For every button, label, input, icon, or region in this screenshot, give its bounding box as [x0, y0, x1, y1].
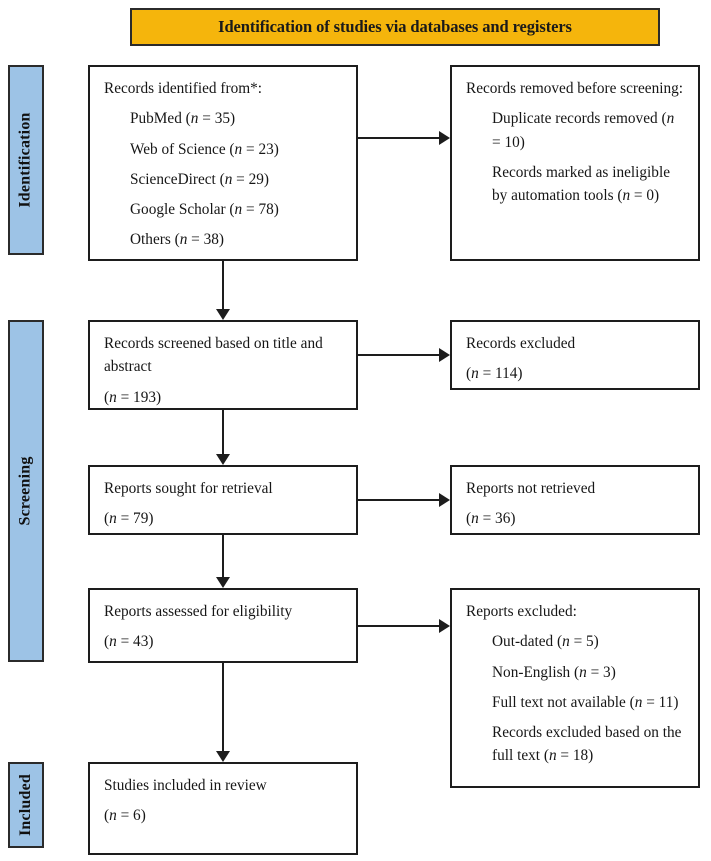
- node-count: (n = 193): [104, 388, 162, 406]
- node-heading: Reports sought for retrieval: [104, 480, 273, 497]
- reason-out-dated: Out-dated (n = 5): [492, 633, 599, 651]
- reason-excluded-on-full-text: Records excluded based on the full text …: [492, 724, 682, 765]
- stage-bar-screening: Screening: [8, 320, 44, 662]
- node-count: (n = 114): [466, 365, 523, 383]
- stage-bar-included: Included: [8, 762, 44, 848]
- node-heading: Records removed before screening:: [466, 80, 684, 97]
- node-heading: Reports assessed for eligibility: [104, 603, 293, 620]
- node-count: (n = 36): [466, 510, 516, 528]
- node-heading: Studies included in review: [104, 777, 267, 794]
- diagram-header-banner: Identification of studies via databases …: [130, 8, 660, 46]
- reason-duplicate-records: Duplicate records removed (n = 10): [492, 110, 675, 151]
- node-count: (n = 79): [104, 510, 154, 528]
- node-records-screened: Records screened based on title and abst…: [88, 320, 358, 410]
- stage-label-included: Included: [17, 773, 35, 837]
- node-reports-not-retrieved: Reports not retrieved (n = 36): [450, 465, 700, 535]
- reason-full-text-not-available: Full text not available (n = 11): [492, 693, 679, 711]
- node-heading: Records screened based on title and abst…: [104, 335, 323, 376]
- node-heading: Reports not retrieved: [466, 480, 596, 497]
- node-reports-assessed: Reports assessed for eligibility (n = 43…: [88, 588, 358, 663]
- node-reports-sought: Reports sought for retrieval (n = 79): [88, 465, 358, 535]
- node-heading: Reports excluded:: [466, 603, 577, 620]
- reason-non-english: Non-English (n = 3): [492, 663, 616, 681]
- node-count: (n = 6): [104, 807, 146, 825]
- node-heading: Records identified from*:: [104, 80, 263, 97]
- source-web-of-science: Web of Science (n = 23): [130, 140, 279, 158]
- node-studies-included: Studies included in review (n = 6): [88, 762, 358, 855]
- source-pubmed: PubMed (n = 35): [130, 110, 236, 128]
- node-records-removed: Records removed before screening: Duplic…: [450, 65, 700, 261]
- node-heading: Records excluded: [466, 335, 576, 352]
- source-google-scholar: Google Scholar (n = 78): [130, 201, 279, 218]
- diagram-title: Identification of studies via databases …: [218, 17, 572, 36]
- node-count: (n = 43): [104, 633, 154, 651]
- stage-bar-identification: Identification: [8, 65, 44, 255]
- node-records-identified: Records identified from*: PubMed (n = 35…: [88, 65, 358, 261]
- reason-ineligible-automation: Records marked as ineligible by automati…: [492, 163, 670, 204]
- stage-label-screening: Screening: [17, 456, 34, 526]
- node-reports-excluded-detail: Reports excluded: Out-dated (n = 5) Non-…: [450, 588, 700, 788]
- node-records-excluded: Records excluded (n = 114): [450, 320, 700, 390]
- source-sciencedirect: ScienceDirect (n = 29): [130, 170, 270, 188]
- source-others: Others (n = 38): [130, 231, 225, 249]
- stage-label-identification: Identification: [17, 112, 34, 208]
